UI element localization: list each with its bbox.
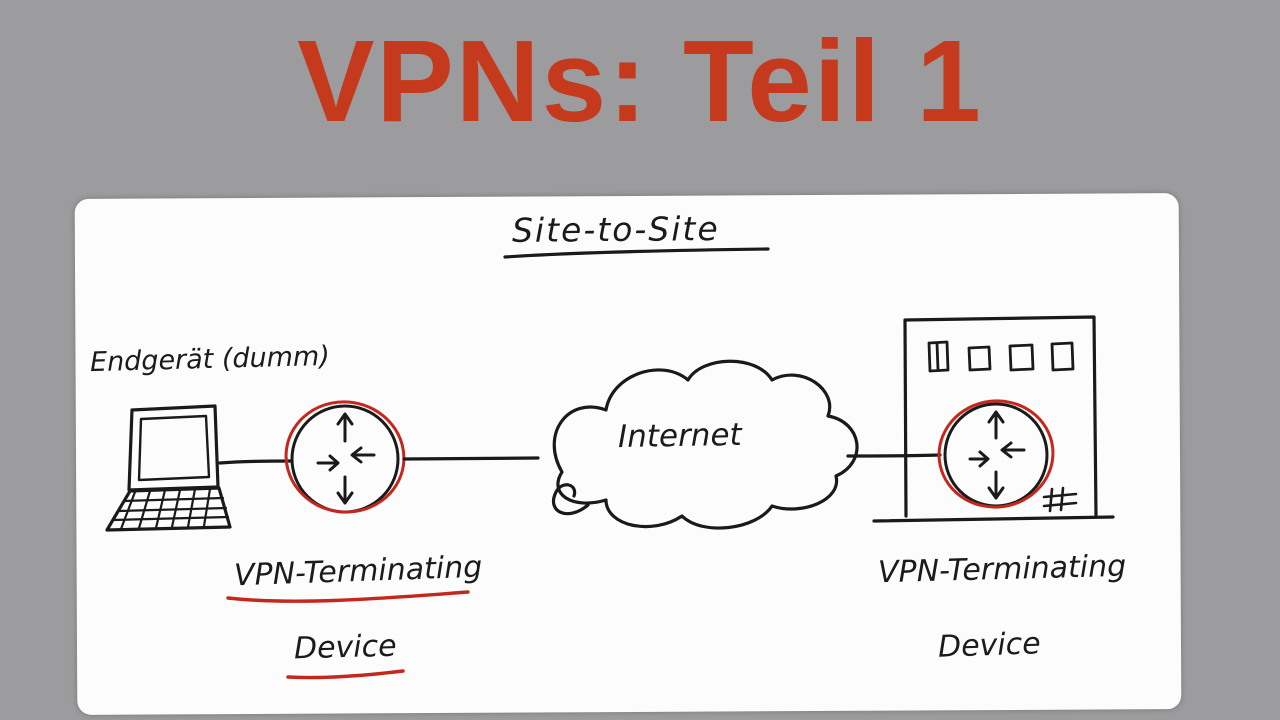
left-router-red-circle xyxy=(284,400,406,514)
diagram-heading: Site-to-Site xyxy=(511,209,720,250)
right-router-icon xyxy=(937,399,1055,509)
left-router-icon xyxy=(284,400,406,514)
building-icon xyxy=(872,315,1115,523)
right-router-label-line2: Device xyxy=(937,626,1042,665)
link-cloud-router-right xyxy=(846,453,942,458)
endpoint-label: Endgerät (dumm) xyxy=(89,340,331,379)
internet-label: Internet xyxy=(617,416,742,456)
internet-cloud-icon xyxy=(552,359,859,530)
link-router-cloud-left xyxy=(402,456,540,461)
laptop-icon xyxy=(105,404,232,532)
page-title: VPNs: Teil 1 xyxy=(297,16,983,146)
link-laptop-router xyxy=(218,459,294,465)
red-underlines xyxy=(226,590,470,680)
left-router-label-line2: Device xyxy=(293,628,398,667)
hatch-mark xyxy=(1042,486,1078,513)
heading-underline xyxy=(503,247,770,259)
right-router-label-line1: VPN-Terminating xyxy=(877,548,1127,591)
right-router-red-circle xyxy=(937,399,1055,509)
